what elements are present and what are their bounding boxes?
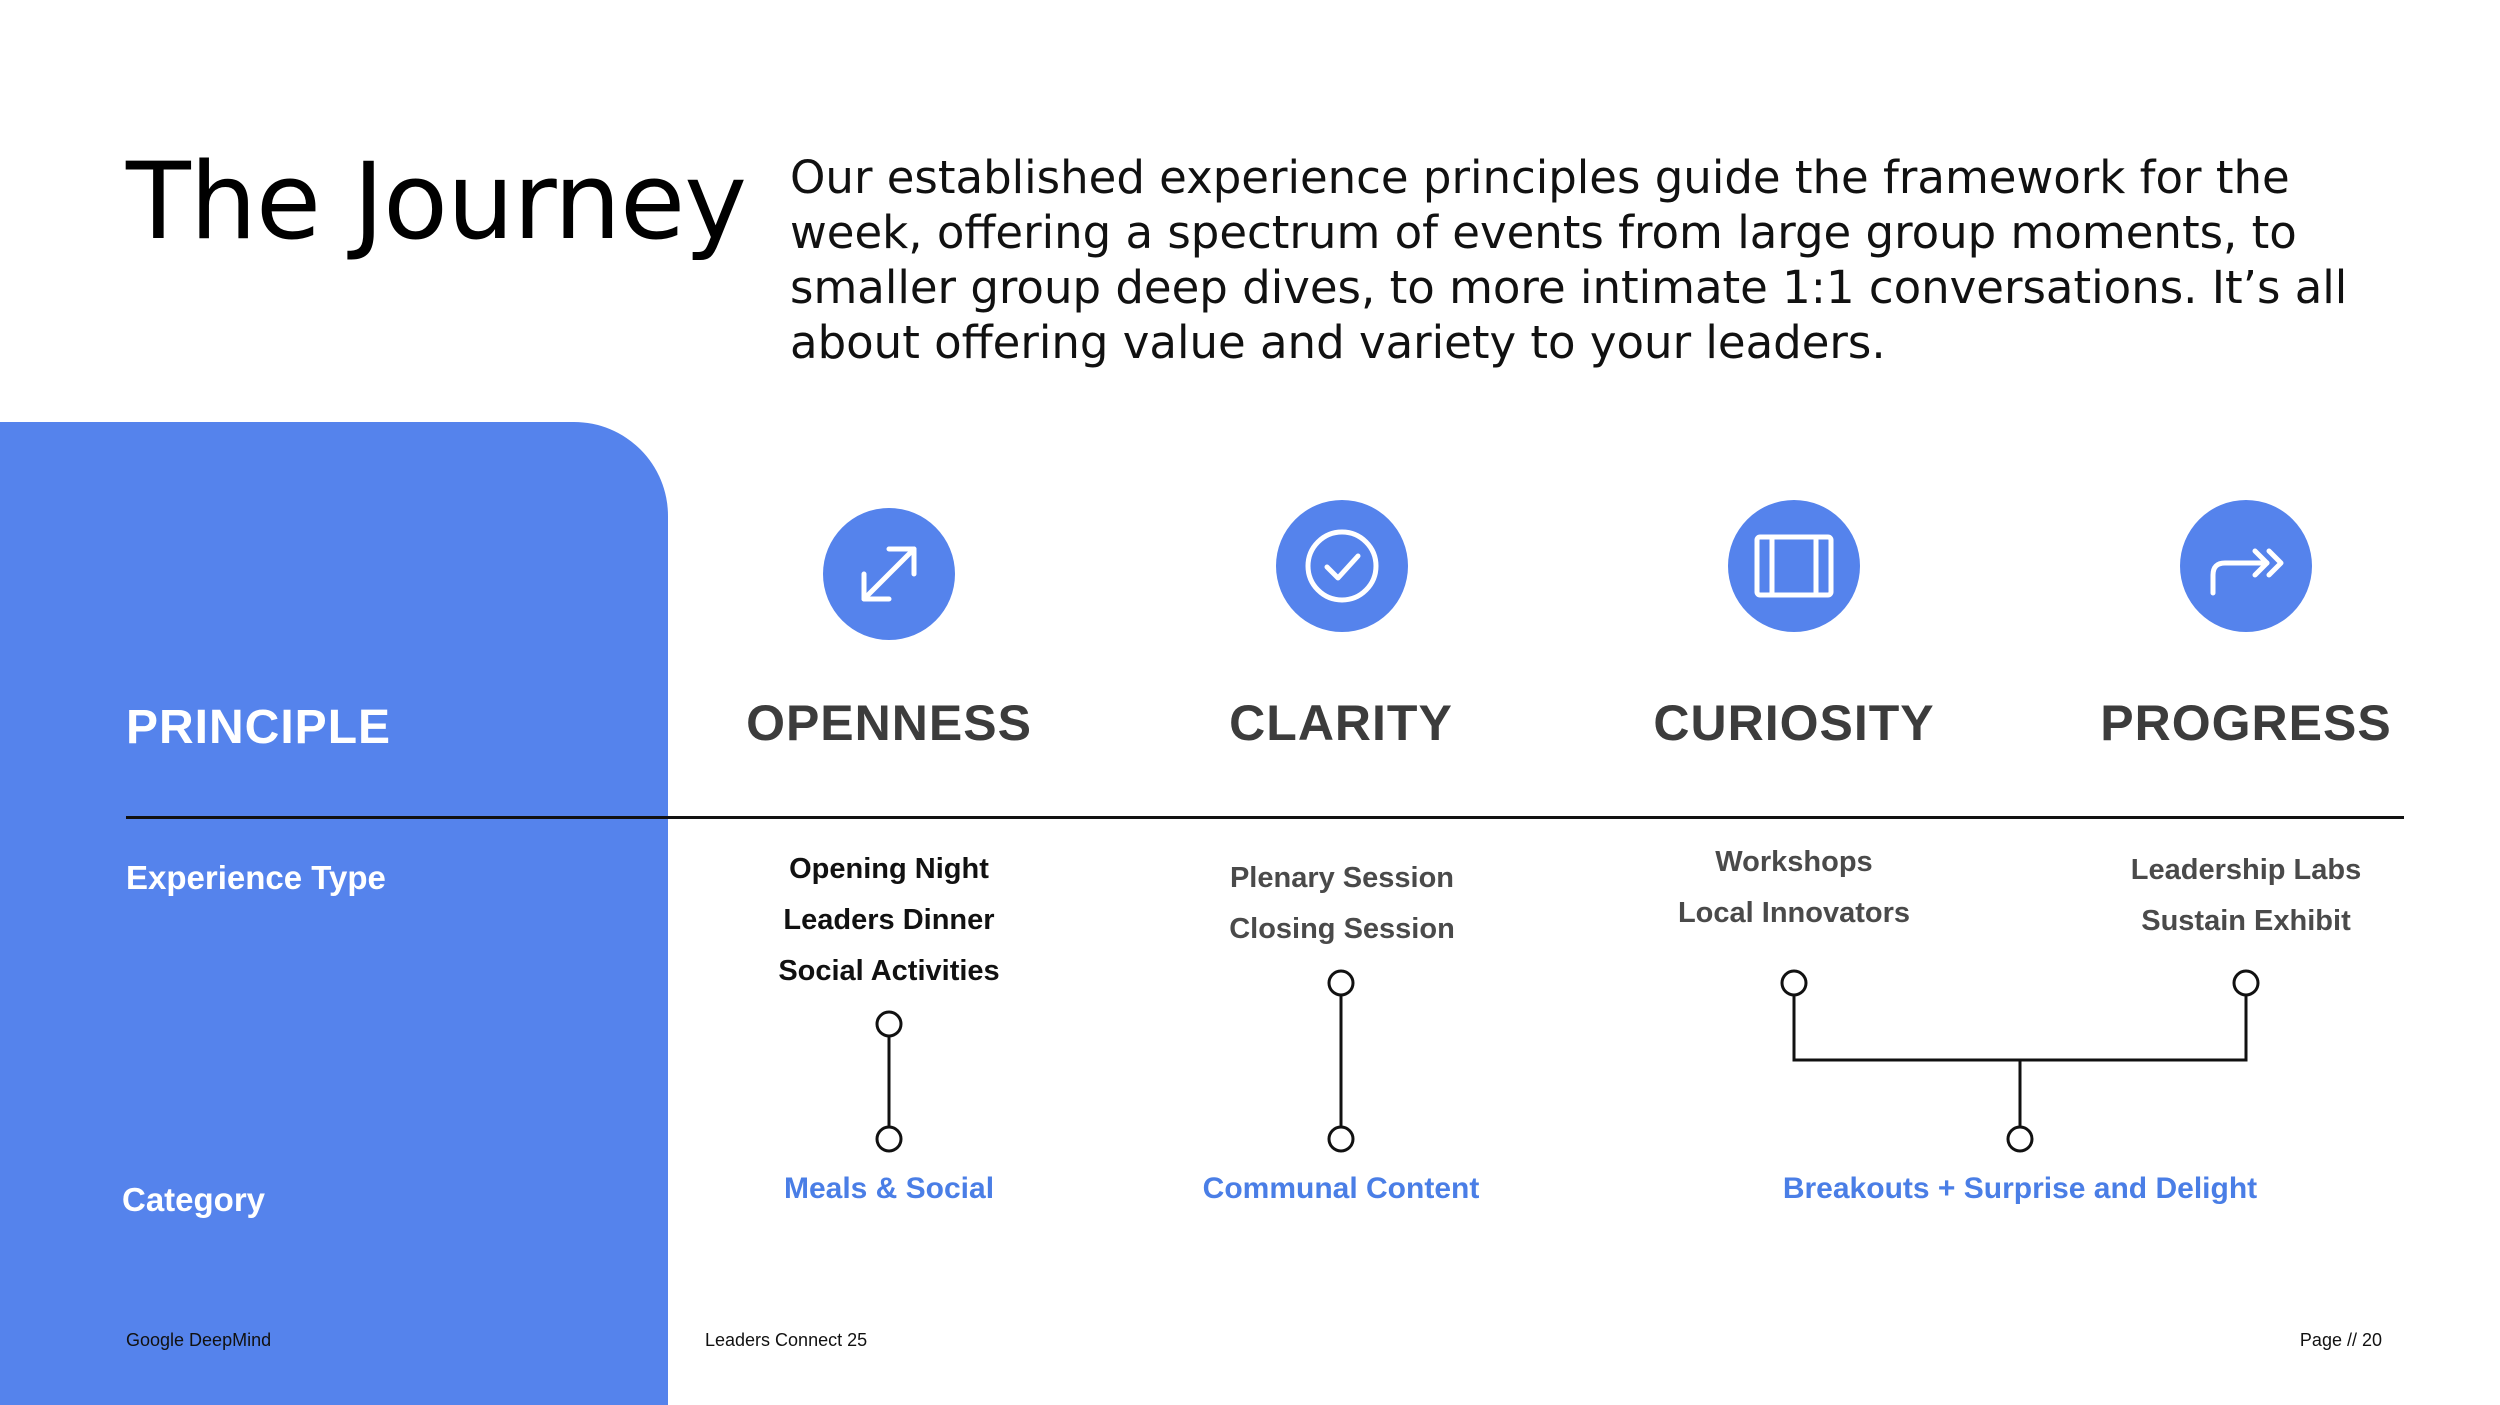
list-item: Leaders Dinner [783, 904, 995, 936]
frame-icon [1728, 500, 1860, 632]
connector-node [1327, 1125, 1355, 1153]
experience-type-row-label: Experience Type [126, 859, 386, 896]
header-divider [126, 816, 2404, 819]
expand-arrows-icon [823, 508, 955, 640]
intro-paragraph: Our established experience principles gu… [790, 151, 2348, 369]
footer-event: Leaders Connect 25 [705, 1330, 868, 1350]
category-row-label: Category [122, 1181, 266, 1218]
connector-node [1780, 969, 1808, 997]
list-item: Workshops [1715, 846, 1873, 878]
experience-list-curiosity: Workshops Local Innovators [1574, 837, 2014, 939]
footer-brand: Google DeepMind [126, 1330, 272, 1350]
experience-list-progress: Leadership Labs Sustain Exhibit [2026, 845, 2466, 947]
list-item: Plenary Session [1229, 862, 1455, 894]
connector-node [2006, 1125, 2034, 1153]
experience-list-openness: Opening Night Leaders Dinner Social Acti… [669, 844, 1109, 997]
side-panel [0, 422, 668, 1405]
list-item: Local Innovators [1677, 897, 1911, 929]
list-item: Social Activities [778, 955, 1000, 987]
category-communal-content: Communal Content [1202, 1172, 1480, 1205]
footer-page-number: Page // 20 [2299, 1330, 2382, 1350]
check-circle-icon [1276, 500, 1408, 632]
connector-node [875, 1125, 903, 1153]
list-item: Closing Session [1229, 913, 1455, 945]
list-item: Opening Night [789, 853, 989, 885]
principle-progress: PROGRESS [2100, 695, 2392, 751]
principle-curiosity: CURIOSITY [1653, 695, 1935, 751]
forward-arrow-icon [2180, 500, 2312, 632]
experience-list-clarity: Plenary Session Closing Session [1122, 853, 1562, 955]
connector-node [2232, 969, 2260, 997]
page-title: The Journey [126, 140, 747, 263]
category-meals-social: Meals & Social [783, 1172, 995, 1205]
list-item: Sustain Exhibit [2141, 905, 2351, 937]
principle-clarity: CLARITY [1229, 695, 1453, 751]
connector-node [875, 1010, 903, 1038]
principle-row-label: PRINCIPLE [126, 701, 392, 754]
list-item: Leadership Labs [2130, 854, 2362, 886]
category-breakouts: Breakouts + Surprise and Delight [1782, 1172, 2258, 1205]
principle-openness: OPENNESS [746, 695, 1032, 751]
connector-node [1327, 969, 1355, 997]
